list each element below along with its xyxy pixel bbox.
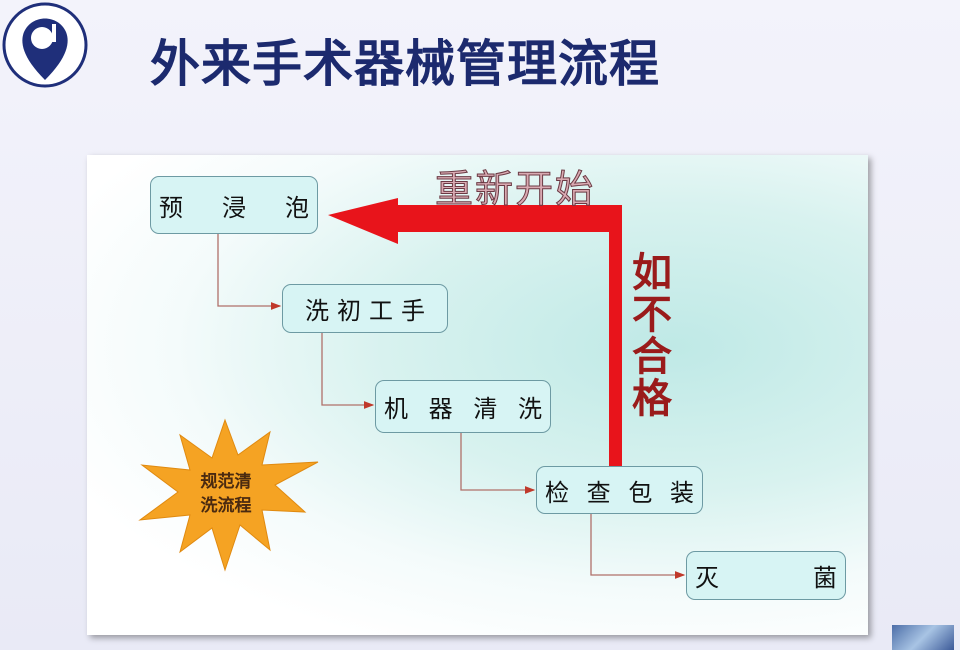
starburst-label: 规范清 洗流程 xyxy=(190,470,262,518)
cna-logo xyxy=(2,2,88,88)
starburst-line: 洗流程 xyxy=(200,496,252,516)
step-char: 检 xyxy=(545,478,569,507)
step-char: 洗 xyxy=(517,395,542,423)
step-sterilize: 灭菌 xyxy=(686,551,846,600)
page-title: 外来手术器械管理流程 xyxy=(150,34,660,93)
step-char: 工 xyxy=(369,297,393,325)
step-char: 泡 xyxy=(285,193,309,222)
step-char: 机 xyxy=(384,395,408,423)
step-pre-soak: 预浸泡 xyxy=(150,176,318,234)
step-char: 清 xyxy=(473,395,498,423)
step-char: 浸 xyxy=(222,193,246,222)
red-return-arrow xyxy=(328,198,622,466)
connector-3 xyxy=(460,433,536,494)
connector-4 xyxy=(590,514,686,579)
step-char: 初 xyxy=(337,297,361,325)
step-char: 包 xyxy=(628,478,653,507)
connector-1 xyxy=(217,234,282,310)
corner-badge-image xyxy=(892,625,954,650)
step-char: 预 xyxy=(159,193,183,222)
restart-label: 重新开始 xyxy=(434,167,596,212)
step-manual-wash: 洗初工手 xyxy=(282,284,448,333)
step-char: 器 xyxy=(428,395,453,423)
fail-label: 如不合格 xyxy=(632,250,672,422)
step-char: 手 xyxy=(401,297,425,325)
starburst-line: 规范清 xyxy=(200,472,252,492)
step-inspect-pack: 检查包装 xyxy=(536,466,703,514)
step-char: 菌 xyxy=(813,564,837,592)
step-char: 灭 xyxy=(695,564,719,592)
step-char: 装 xyxy=(669,478,694,507)
starburst-shape xyxy=(138,418,319,572)
connector-2 xyxy=(321,333,375,409)
step-machine-wash: 机器清洗 xyxy=(375,380,551,433)
step-char: 洗 xyxy=(305,297,329,325)
step-char: 查 xyxy=(586,478,611,507)
